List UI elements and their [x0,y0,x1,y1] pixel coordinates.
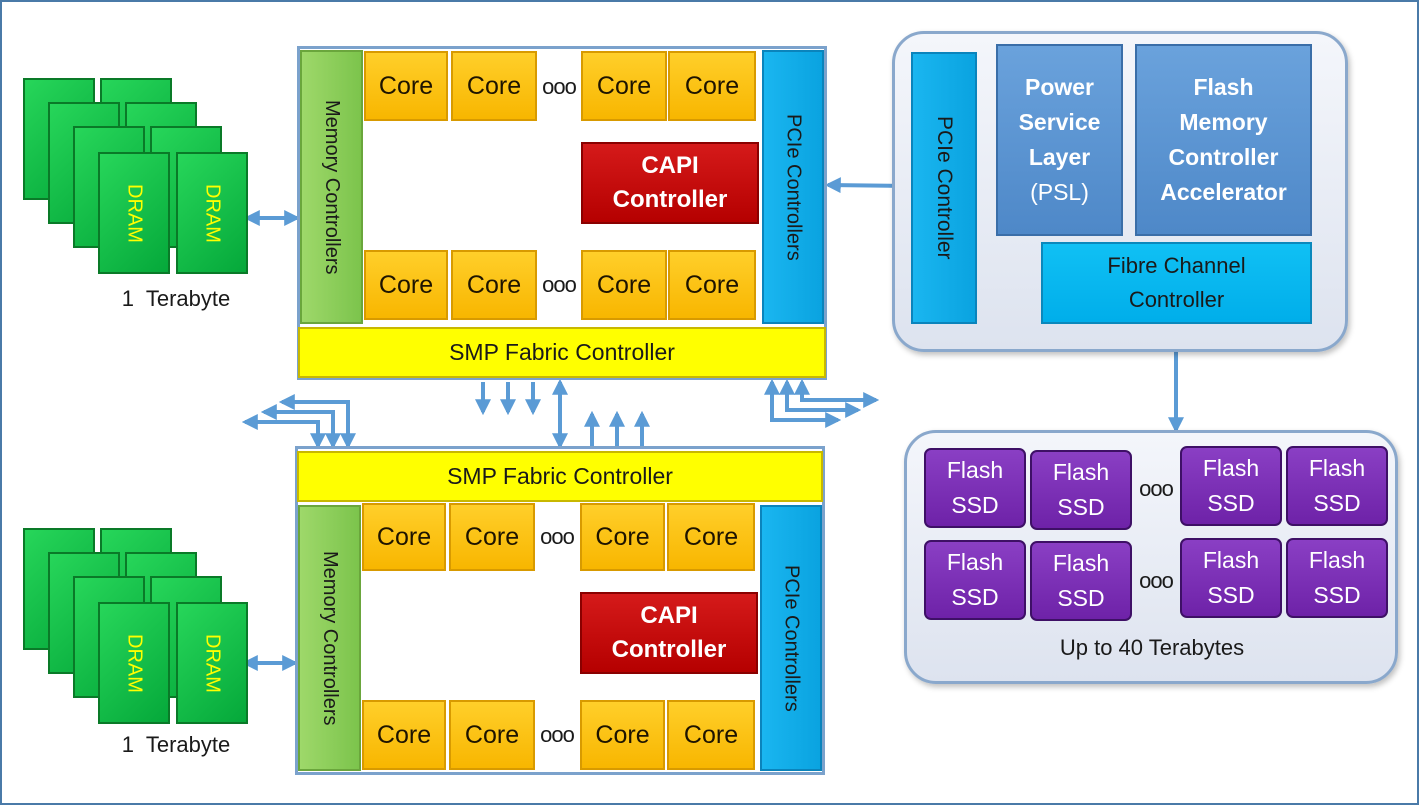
core: Core [581,51,667,121]
ssd-ellipsis: ooo [1139,568,1174,593]
left-bus-arrow-1 [278,394,356,450]
core: Core [668,51,756,121]
dram-stack-top: DRAM DRAM [20,76,252,278]
core: Core [362,700,446,770]
dram-capacity-bottom: 1 Terabyte [121,732,231,757]
dram-label: DRAM [201,183,224,243]
core: Core [451,250,537,320]
dram-module: DRAM [176,602,248,724]
pcie-controllers-bottom: PCIe Controllers [760,505,822,771]
core: Core [581,250,667,320]
dram-label: DRAM [123,633,146,693]
core: Core [667,503,755,571]
core-ellipsis: ooo [542,74,577,99]
core: Core [668,250,756,320]
left-bus-arrow-3 [241,414,326,450]
dram-module: DRAM [176,152,248,274]
dram-capacity-top: 1 Terabyte [121,286,231,311]
right-bus-arrow-1 [764,378,842,428]
dram-module: DRAM [98,602,170,724]
power-service-layer: Power Service Layer (PSL) [996,44,1123,236]
storage-capacity-label: Up to 40 Terabytes [1059,635,1245,660]
capi-controller-top: CAPI Controller [581,142,759,224]
card-pcie-controller: PCIe Controller [911,52,977,324]
core: Core [451,51,537,121]
memory-controllers-top: Memory Controllers [300,50,363,324]
core: Core [580,700,665,770]
fibre-channel-controller: Fibre Channel Controller [1041,242,1312,324]
pcie-controllers-top: PCIe Controllers [762,50,824,324]
smp-fabric-controller-top: SMP Fabric Controller [298,327,826,378]
core-ellipsis: ooo [542,272,577,297]
dram-label: DRAM [201,633,224,693]
smp-fabric-controller-bottom: SMP Fabric Controller [297,451,823,502]
dram-module: DRAM [98,152,170,274]
right-bus-arrow-2 [779,378,862,418]
core: Core [580,503,665,571]
core: Core [449,700,535,770]
capi-controller-bottom: CAPI Controller [580,592,758,674]
memory-controllers-bottom: Memory Controllers [298,505,361,771]
left-bus-arrow-2 [260,404,341,450]
right-bus-arrow-3 [794,378,880,408]
core-ellipsis: ooo [540,722,575,747]
core: Core [449,503,535,571]
core-ellipsis: ooo [540,524,575,549]
ssd-ellipsis: ooo [1139,476,1174,501]
dram-label: DRAM [123,183,146,243]
core: Core [362,503,446,571]
core: Core [667,700,755,770]
dram-stack-bottom: DRAM DRAM [20,526,252,728]
core: Core [364,51,448,121]
flash-memory-controller-accelerator: Flash Memory Controller Accelerator [1135,44,1312,236]
core: Core [364,250,448,320]
